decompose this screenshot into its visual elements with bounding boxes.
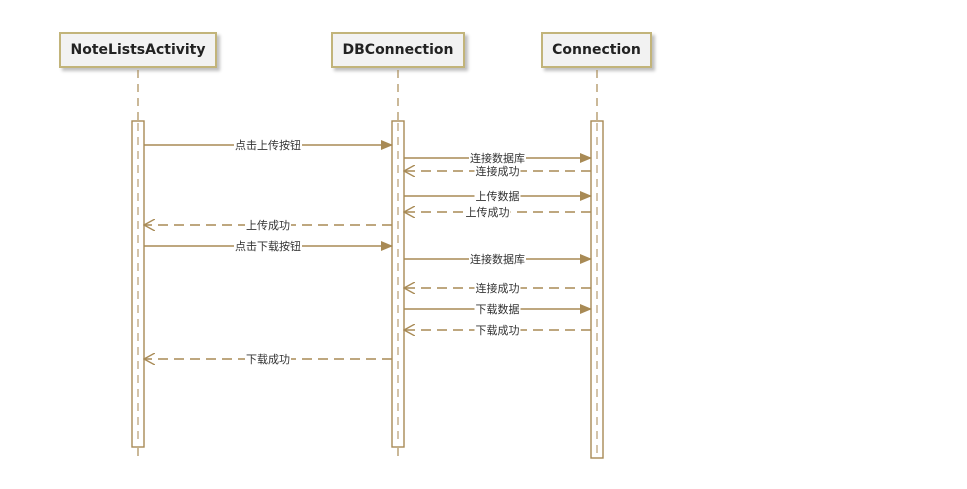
message-label-6: 上传成功 [246, 219, 290, 232]
participant-notelistsactivity[interactable]: NoteListsActivity [59, 32, 217, 68]
participant-dbconnection[interactable]: DBConnection [331, 32, 465, 68]
message-label-9: 连接成功 [476, 282, 520, 295]
message-label-bg [245, 353, 291, 366]
message-label-bg [234, 239, 302, 253]
message-label-bg [474, 302, 521, 316]
message-label-7: 点击下载按钮 [235, 239, 301, 253]
message-label-11: 下载成功 [476, 324, 520, 337]
message-label-10: 下载数据 [476, 302, 520, 316]
message-label-2: 连接数据库 [470, 151, 525, 165]
message-label-4: 上传数据 [476, 189, 520, 203]
message-label-bg [474, 189, 521, 203]
message-label-bg [474, 165, 521, 178]
message-label-bg [469, 151, 526, 165]
message-label-bg [245, 219, 291, 232]
message-label-bg [474, 282, 521, 295]
message-label-bg [474, 324, 521, 337]
message-label-1: 点击上传按钮 [235, 138, 301, 152]
message-label-3: 连接成功 [476, 165, 520, 178]
activation-bar-connection [590, 120, 604, 459]
message-label-bg [469, 252, 526, 266]
message-label-bg [464, 206, 511, 219]
message-label-12: 下载成功 [246, 353, 290, 366]
participant-connection[interactable]: Connection [541, 32, 652, 68]
message-label-bg [234, 138, 302, 152]
message-label-5: 上传成功 [466, 206, 510, 219]
message-label-8: 连接数据库 [470, 252, 525, 266]
